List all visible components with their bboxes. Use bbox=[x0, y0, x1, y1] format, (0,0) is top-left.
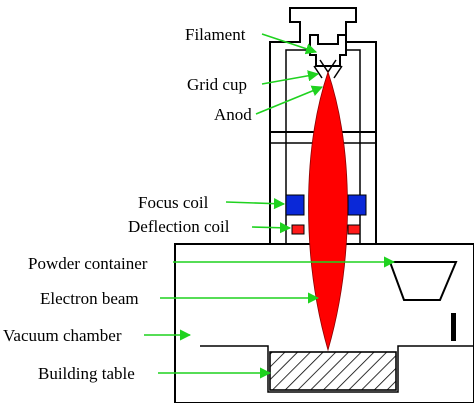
electron-beam bbox=[308, 70, 348, 352]
label-electron-beam: Electron beam bbox=[40, 289, 139, 308]
building-table bbox=[269, 351, 397, 391]
label-building-table: Building table bbox=[38, 364, 135, 383]
filament bbox=[309, 34, 347, 67]
arrow-filament bbox=[261, 33, 318, 55]
powder-container bbox=[388, 261, 458, 301]
label-focus-coil: Focus coil bbox=[138, 193, 209, 212]
focus-coil-left bbox=[285, 194, 305, 216]
arrow-deflection-coil bbox=[251, 222, 292, 234]
chamber-floor bbox=[200, 345, 474, 393]
label-anod: Anod bbox=[214, 105, 252, 124]
focus-coil-right bbox=[347, 194, 367, 216]
label-vacuum-chamber: Vacuum chamber bbox=[3, 326, 122, 345]
label-powder-container: Powder container bbox=[28, 254, 148, 273]
arrow-grid-cup bbox=[261, 70, 320, 85]
deflection-coil-right bbox=[347, 224, 361, 235]
label-grid-cup: Grid cup bbox=[187, 75, 247, 94]
arrow-focus-coil bbox=[225, 198, 286, 210]
deflection-coil-left bbox=[291, 224, 305, 235]
label-filament: Filament bbox=[185, 25, 246, 44]
rake bbox=[451, 313, 456, 341]
gun-housing bbox=[269, 7, 377, 133]
arrow-anod bbox=[255, 85, 324, 115]
label-deflection-coil: Deflection coil bbox=[128, 217, 230, 236]
